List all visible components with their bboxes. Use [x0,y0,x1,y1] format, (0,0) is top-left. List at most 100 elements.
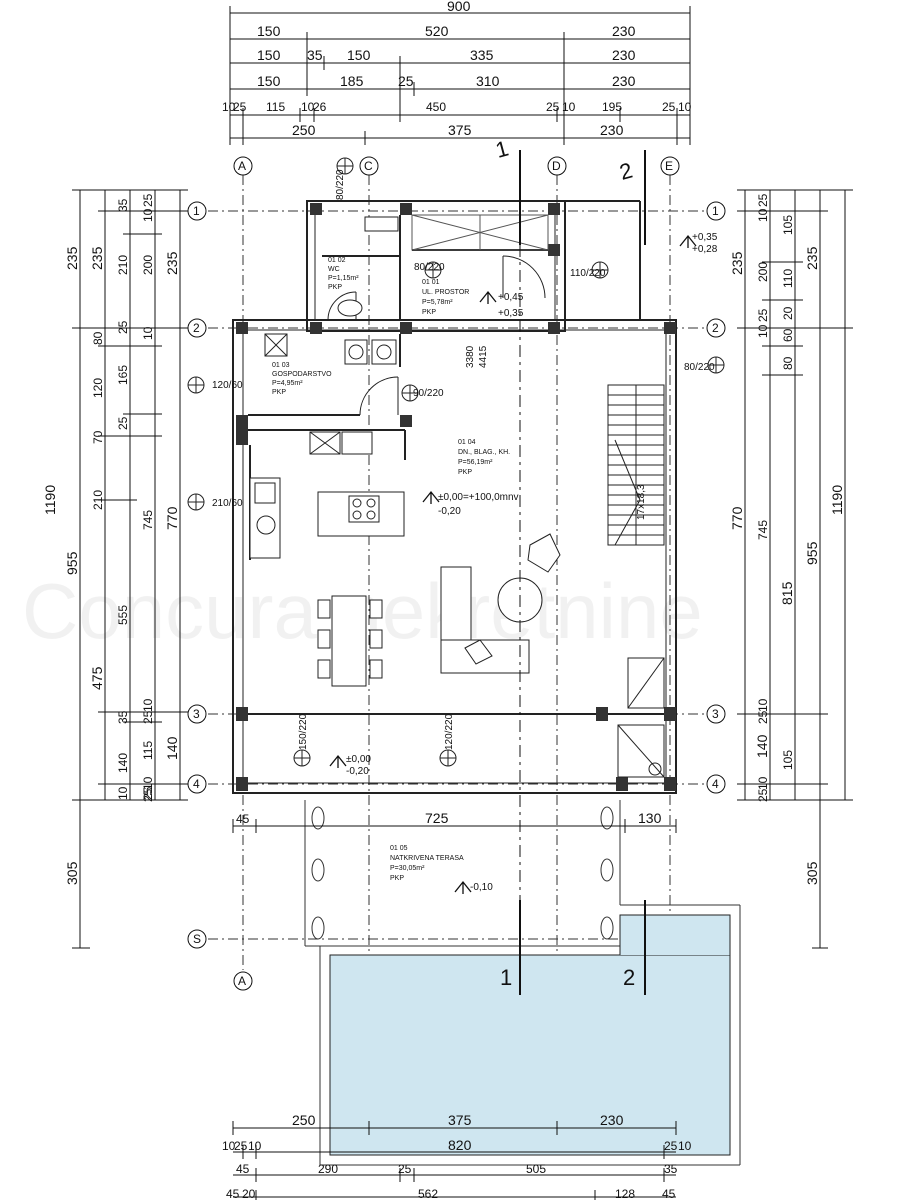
dim-text: 210 [116,255,130,275]
dim-text: 10 [678,1139,692,1153]
svg-text:80/220: 80/220 [335,169,346,200]
axis-bubble-D-top: D [547,156,567,176]
svg-text:WC: WC [328,266,340,273]
svg-text:PKP: PKP [328,284,342,291]
dim-text: 200 [756,262,770,282]
dim-text: 25 [546,100,560,114]
dim-text: 25 [398,73,414,89]
svg-text:120/220: 120/220 [444,713,455,750]
svg-text:+0,28: +0,28 [692,244,718,255]
dim-text: 25 [233,100,247,114]
dim-text: 25 [116,320,130,334]
section-label-1-bottom: 1 [500,965,512,990]
dim-text: 10 [141,208,155,222]
dim-text: 110 [781,269,795,288]
dim-text: 80 [91,331,105,345]
left-dimension-texts: 235 1190 305 235 955 475 35 210 80 120 7… [42,193,180,885]
dim-text: 140 [116,753,130,773]
dim-text: 45 [236,812,250,826]
svg-text:PKP: PKP [422,309,436,316]
svg-text:NATKRIVENA TERASA: NATKRIVENA TERASA [390,855,464,862]
dim-text: 235 [89,246,105,270]
dim-text: 115 [141,741,155,760]
dim-text: 10 [562,100,576,114]
dim-text: 10 [756,208,770,222]
section-label-1-top: 1 [493,136,511,163]
dim-text: 725 [425,810,449,826]
svg-text:80/220: 80/220 [684,362,715,373]
svg-text:+0,35: +0,35 [692,232,718,243]
svg-text:PKP: PKP [272,389,286,396]
dim-text: 45 [662,1187,676,1200]
staircase [607,384,665,778]
dim-text: 150 [257,23,281,39]
dim-text: 10 [141,326,155,340]
dim-text: 375 [448,122,472,138]
dim-text: 745 [756,520,770,540]
dim-text: 140 [754,734,770,758]
svg-text:80/220: 80/220 [414,262,445,273]
right-dimensions [737,189,853,949]
dim-text: 185 [340,73,364,89]
dim-text: 25 [398,1162,412,1176]
dim-text: 10 [301,100,315,114]
dim-text: 555 [116,605,130,625]
svg-text:2: 2 [712,321,719,335]
dim-text: 900 [447,0,471,14]
room-label-01-01: 01 01 UL. PROSTOR P=5,78m² PKP [422,279,469,316]
section-label-2-bottom: 2 [623,965,635,990]
axis-bubble-C-top: C [359,156,379,176]
svg-text:+0,45: +0,45 [498,292,524,303]
top-dimensions [229,6,691,145]
dim-text: 150 [347,47,371,63]
dim-text: 230 [600,122,624,138]
dim-text: 305 [64,861,80,885]
room-label-01-02: 01 02 WC P=1,15m² PKP [328,257,359,291]
axis-bubble-A-bottom: A [233,971,253,991]
dim-text: 1190 [42,485,58,515]
svg-text:-0,20: -0,20 [438,506,461,517]
svg-text:D: D [552,159,561,173]
svg-text:GOSPODARSTVO: GOSPODARSTVO [272,371,332,378]
dim-text: 25 [234,1139,248,1153]
dim-text: 815 [779,581,795,605]
dim-text: 10 [756,324,770,338]
svg-text:DN., BLAG., KH.: DN., BLAG., KH. [458,449,510,456]
bottom-dimensions [232,819,677,1200]
dim-text: 128 [615,1187,635,1200]
section-cuts [519,150,646,995]
axis-bubble-1-left: 1 [187,201,207,221]
svg-text:+0,35: +0,35 [498,308,524,319]
dim-text: 35 [307,47,323,63]
svg-text:4415: 4415 [478,345,489,368]
dim-text: 105 [781,750,795,770]
dim-text: 955 [64,551,80,575]
dim-text: 25 [756,788,770,802]
svg-text:2: 2 [193,321,200,335]
dim-text: 230 [612,47,636,63]
dim-text: 115 [266,100,285,114]
dim-text: 310 [476,73,500,89]
dim-text: 25 [756,710,770,724]
svg-text:90/220: 90/220 [413,388,444,399]
dim-text: 120 [91,378,105,398]
dim-text: 820 [448,1137,472,1153]
dim-text: 25 [141,788,155,802]
room-labels: 01 01 UL. PROSTOR P=5,78m² PKP 01 02 WC … [272,257,510,882]
dim-text: 770 [164,506,180,530]
section-label-2-top: 2 [617,158,635,185]
dim-text: 20 [781,306,795,320]
svg-text:4: 4 [193,777,200,791]
svg-text:P=56,19m²: P=56,19m² [458,459,493,466]
top-dimension-texts: 900 150 520 230 150 35 150 335 230 150 1… [222,0,692,138]
dim-text: 450 [426,100,446,114]
svg-text:4: 4 [712,777,719,791]
dim-text: 25 [141,710,155,724]
dim-text: 250 [292,122,316,138]
svg-text:P=30,05m²: P=30,05m² [390,865,425,872]
dim-text: 150 [257,73,281,89]
dim-text: 26 [313,100,327,114]
svg-text:3380: 3380 [465,345,476,368]
svg-text:1: 1 [193,204,200,218]
